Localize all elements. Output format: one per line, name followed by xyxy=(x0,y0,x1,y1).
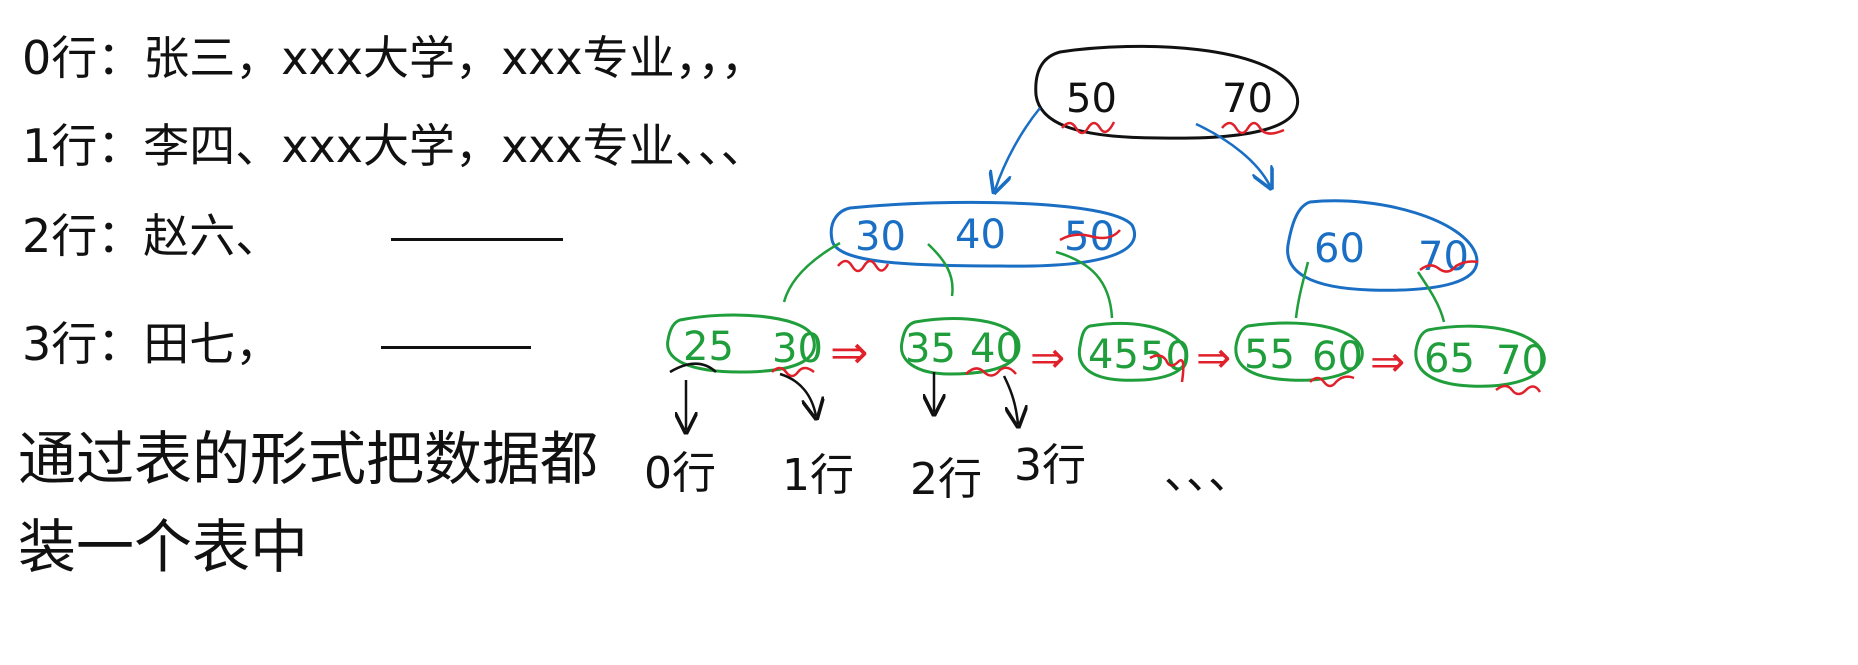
internal-left-squiggle-0 xyxy=(837,259,890,273)
link-internal-left-to-leaf-1 xyxy=(927,243,954,297)
tree-row-label-3: 3行 xyxy=(1014,440,1086,491)
tree-row-label-more: 、、、 xyxy=(1164,448,1252,499)
leaf-node-1: 35 40 xyxy=(899,317,1021,377)
leaf-4-key-1: 70 xyxy=(1496,338,1547,384)
internal-right-key-1: 70 xyxy=(1418,234,1469,280)
tree-row-label-0: 0行 xyxy=(644,448,716,499)
root-key-1-squiggle xyxy=(1221,121,1285,135)
row-1: 1行：李四、xxx大学，xxx专业、、、 xyxy=(22,110,767,176)
row-1-label: 1行： xyxy=(22,119,144,173)
pointer-row-1 xyxy=(779,372,816,416)
internal-right-squiggle-1 xyxy=(1419,260,1479,273)
leaf-4-squiggle xyxy=(1495,384,1542,396)
root-to-right-arrow xyxy=(1195,122,1270,186)
leaf-link-3-4: ⇒ xyxy=(1370,337,1405,386)
internal-left-squiggle-2 xyxy=(1059,229,1121,242)
leaf-1-key-1: 40 xyxy=(970,326,1021,372)
leaf-0-brace xyxy=(669,362,717,374)
row-2-ellipsis-line xyxy=(391,238,564,241)
leaf-link-1-2: ⇒ xyxy=(1030,333,1065,382)
leaf-node-4: 65 70 xyxy=(1414,324,1547,396)
row-3: 3行：田七， xyxy=(22,308,532,374)
row-0: 0行：张三，xxx大学，xxx专业，，， xyxy=(22,22,767,88)
leaf-0-key-1: 30 xyxy=(772,326,823,372)
row-2-label: 2行： xyxy=(22,209,144,263)
row-2: 2行：赵六、 xyxy=(22,200,564,266)
internal-node-left: 30 40 50 xyxy=(829,200,1137,273)
root-node: 50 70 xyxy=(1034,44,1299,140)
leaf-1-squiggle xyxy=(965,366,1017,377)
leaf-node-3: 55 60 xyxy=(1234,321,1364,388)
leaf-node-0: 25 30 xyxy=(666,313,823,378)
tree-row-label-1: 1行 xyxy=(782,450,854,501)
root-key-0: 50 xyxy=(1066,76,1117,122)
leaf-1-key-0: 35 xyxy=(905,326,956,372)
internal-left-key-0: 30 xyxy=(855,214,906,260)
row-3-text: 田七， xyxy=(143,317,282,371)
pointer-row-3 xyxy=(1002,375,1018,424)
internal-node-right: 60 70 xyxy=(1286,199,1479,292)
root-to-left-arrow xyxy=(995,107,1041,190)
leaf-3-key-0: 55 xyxy=(1244,332,1295,378)
root-key-0-squiggle xyxy=(1061,121,1116,135)
summary-line-2: 装一个表中 xyxy=(18,513,309,581)
link-internal-right-to-leaf-4 xyxy=(1416,271,1446,323)
internal-left-key-1: 40 xyxy=(955,212,1006,258)
leaf-3-key-1: 60 xyxy=(1312,334,1363,380)
leaf-2-key-0: 45 xyxy=(1088,332,1139,378)
internal-right-key-0: 60 xyxy=(1314,226,1365,272)
leaf-4-key-0: 65 xyxy=(1424,336,1475,382)
link-internal-left-to-leaf-2 xyxy=(1055,250,1114,319)
row-2-text: 赵六、 xyxy=(143,209,282,263)
summary-line-1: 通过表的形式把数据都 xyxy=(18,425,599,493)
row-0-label: 0行： xyxy=(22,31,144,85)
root-key-1: 70 xyxy=(1222,76,1273,122)
row-3-ellipsis-line xyxy=(381,346,532,349)
leaf-0-squiggle xyxy=(771,366,815,378)
row-3-label: 3行： xyxy=(22,317,144,371)
leaf-link-2-3: ⇒ xyxy=(1196,333,1231,382)
leaf-3-squiggle xyxy=(1309,375,1355,388)
leaf-node-2: 45 50 xyxy=(1077,322,1191,383)
link-internal-left-to-leaf-0 xyxy=(782,241,841,303)
row-1-text: 李四、xxx大学，xxx专业、、、 xyxy=(143,119,767,173)
leaf-0-key-0: 25 xyxy=(683,324,734,370)
row-0-text: 张三，xxx大学，xxx专业，，， xyxy=(143,31,767,85)
leaf-link-0-1: ⇒ xyxy=(830,325,869,379)
tree-row-label-2: 2行 xyxy=(910,454,982,505)
leaf-2-squiggle xyxy=(1149,354,1185,383)
link-internal-right-to-leaf-3 xyxy=(1294,261,1310,319)
